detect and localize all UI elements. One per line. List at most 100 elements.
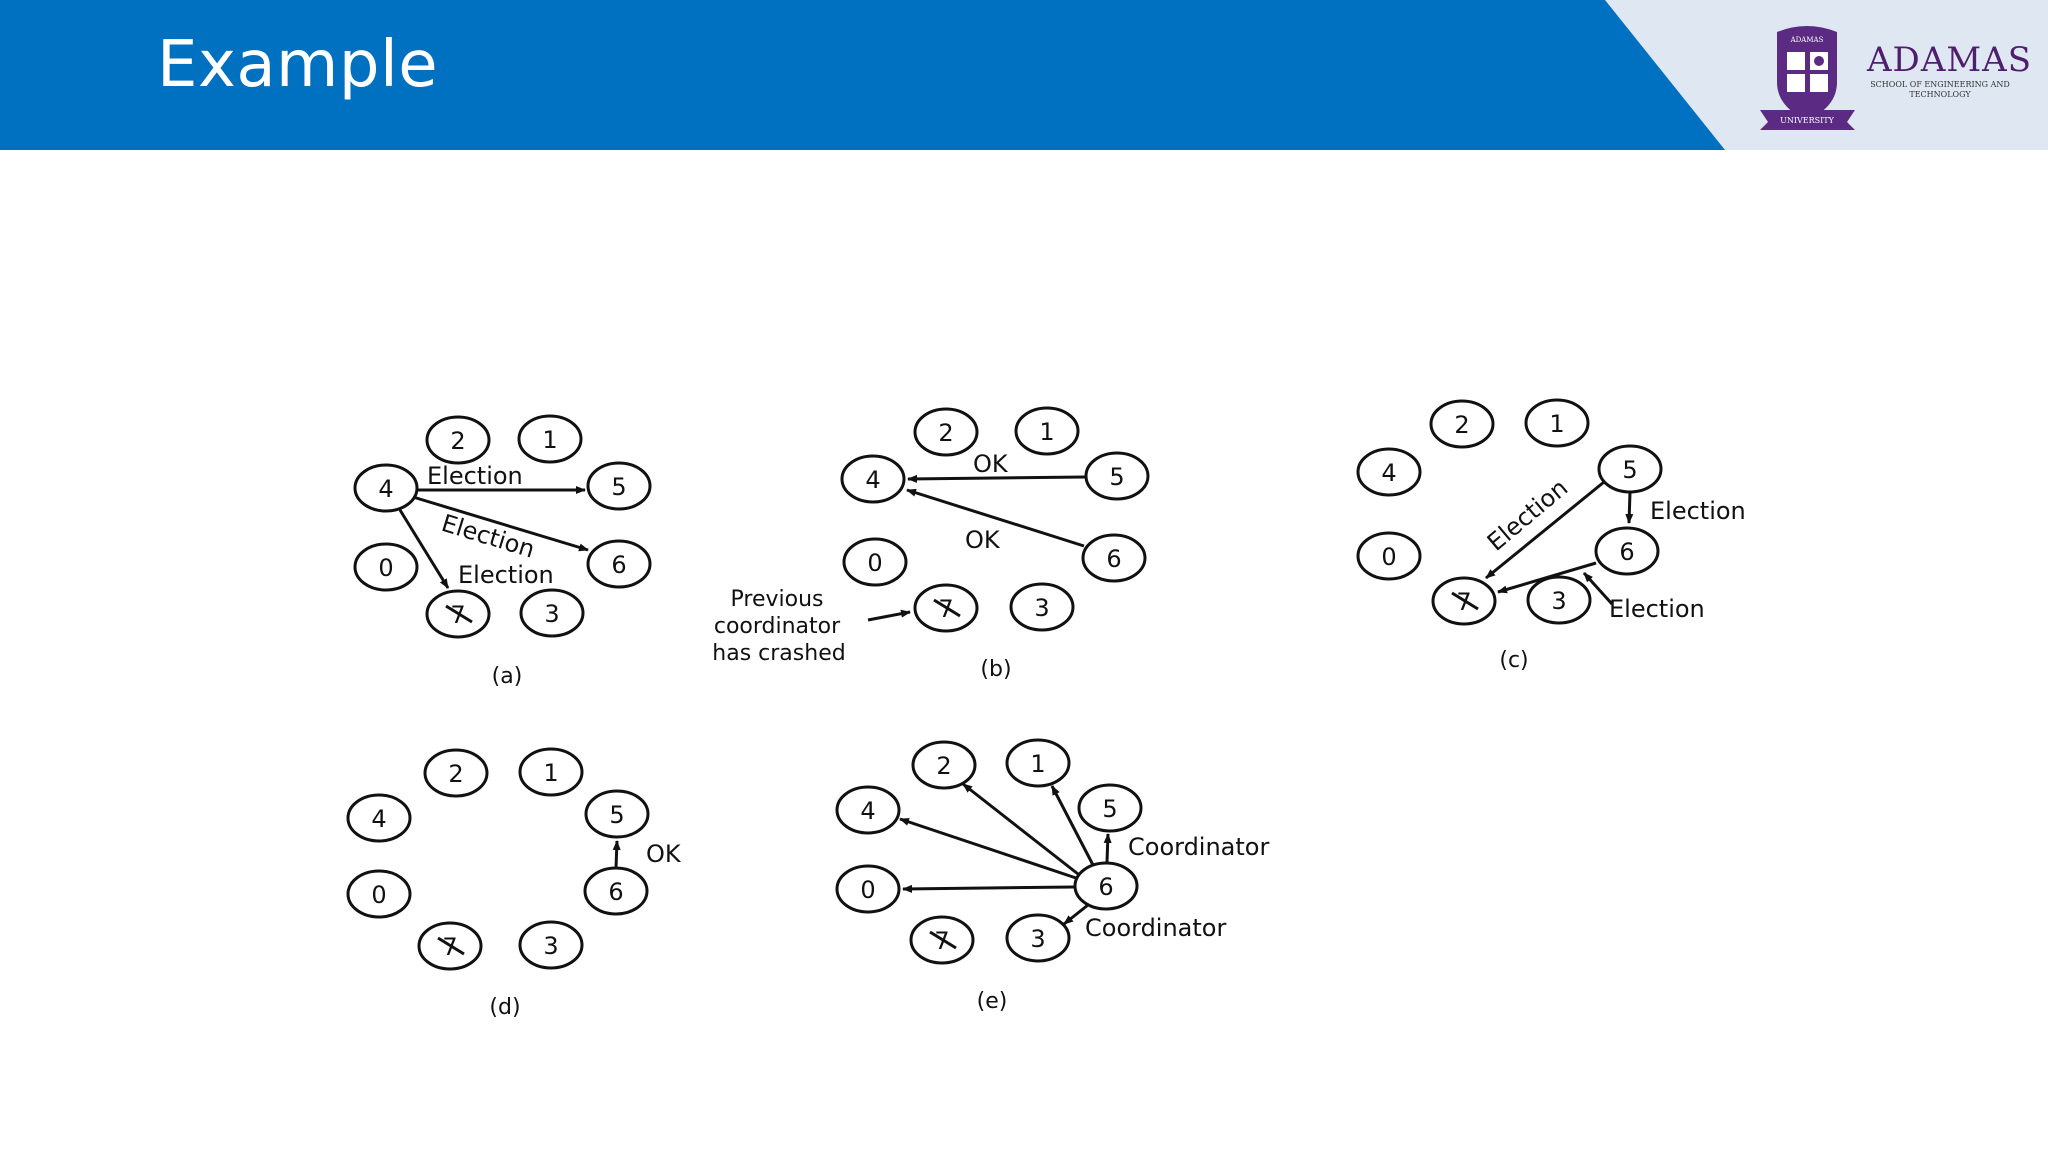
arrow-coordinator-6-1 bbox=[1050, 785, 1095, 866]
arrow-coordinator-6-5 bbox=[1103, 833, 1112, 863]
node-6: 6 bbox=[586, 539, 652, 589]
svg-text:4: 4 bbox=[865, 466, 880, 494]
svg-text:0: 0 bbox=[1381, 543, 1396, 571]
svg-text:0: 0 bbox=[371, 881, 386, 909]
label-election: Election bbox=[438, 509, 538, 564]
node-7-crashed: 7 bbox=[417, 921, 483, 971]
label-ok: OK bbox=[973, 450, 1009, 478]
adamas-logo: ADAMAS UNIVERSITY ADAMAS SCHOOL OF ENGIN… bbox=[1755, 22, 2031, 132]
label-election: Election bbox=[458, 561, 554, 589]
logo-subtitle: SCHOOL OF ENGINEERING AND TECHNOLOGY bbox=[1870, 80, 2010, 99]
svg-text:0: 0 bbox=[378, 554, 393, 582]
label-ok: OK bbox=[646, 840, 682, 868]
arrow-ok-6-4 bbox=[906, 488, 1085, 548]
label-coordinator: Coordinator bbox=[1128, 833, 1269, 861]
caption-e: (e) bbox=[977, 989, 1008, 1014]
node-1: 1 bbox=[1014, 406, 1080, 456]
node-3: 3 bbox=[1526, 575, 1592, 625]
svg-text:3: 3 bbox=[1030, 925, 1045, 953]
label-previous: Previous bbox=[731, 587, 824, 612]
node-2: 2 bbox=[1429, 399, 1495, 449]
panel-b: 2 1 4 5 0 6 7 3 OK OK Previous coordinat… bbox=[712, 406, 1150, 682]
svg-text:5: 5 bbox=[1102, 795, 1117, 823]
svg-text:2: 2 bbox=[450, 427, 465, 455]
node-2: 2 bbox=[911, 740, 977, 790]
arrow-election-5-7 bbox=[1485, 480, 1605, 580]
node-6: 6 bbox=[1073, 861, 1139, 911]
svg-text:4: 4 bbox=[378, 475, 393, 503]
arrow-election-5-6 bbox=[1625, 491, 1634, 524]
arrow-ok-6-5 bbox=[612, 840, 621, 869]
label-election: Election bbox=[1609, 595, 1705, 623]
node-3: 3 bbox=[1005, 913, 1071, 963]
caption-d: (d) bbox=[489, 995, 520, 1020]
arrow-election-6-7 bbox=[1497, 561, 1597, 594]
arrow-coordinator-6-0 bbox=[902, 884, 1075, 893]
svg-text:6: 6 bbox=[1106, 545, 1121, 573]
svg-text:1: 1 bbox=[1039, 418, 1054, 446]
node-7-crashed: 7 bbox=[1431, 576, 1497, 626]
node-6: 6 bbox=[1081, 533, 1147, 583]
svg-text:1: 1 bbox=[1549, 410, 1564, 438]
node-6: 6 bbox=[583, 866, 649, 916]
node-3: 3 bbox=[519, 588, 585, 638]
logo-name: ADAMAS bbox=[1867, 40, 2033, 80]
node-0: 0 bbox=[1356, 531, 1422, 581]
svg-text:6: 6 bbox=[1619, 538, 1634, 566]
label-has-crashed: has crashed bbox=[712, 641, 845, 666]
svg-text:2: 2 bbox=[448, 760, 463, 788]
node-5: 5 bbox=[1597, 444, 1663, 494]
svg-text:6: 6 bbox=[611, 551, 626, 579]
panel-e: 2 1 4 5 0 6 7 3 Coordinator Coordinator … bbox=[835, 738, 1269, 1014]
node-4: 4 bbox=[840, 454, 906, 504]
node-3: 3 bbox=[1009, 582, 1075, 632]
panel-a: 2 1 4 5 0 6 7 3 Election Election Electi… bbox=[353, 414, 652, 689]
label-coordinator: Coordinator bbox=[1085, 914, 1226, 942]
node-5: 5 bbox=[586, 461, 652, 511]
panel-d: 2 1 4 5 0 6 7 3 OK (d) bbox=[346, 747, 682, 1020]
node-5: 5 bbox=[1077, 783, 1143, 833]
node-5: 5 bbox=[584, 789, 650, 839]
bully-election-diagram: 2 1 4 5 0 6 7 3 Election Election Electi… bbox=[346, 398, 1746, 1020]
node-0: 0 bbox=[842, 537, 908, 587]
label-election: Election bbox=[427, 462, 523, 490]
label-ok: OK bbox=[965, 526, 1001, 554]
arrow-pointer-election bbox=[1582, 571, 1614, 606]
svg-text:3: 3 bbox=[544, 600, 559, 628]
svg-text:ADAMAS: ADAMAS bbox=[1790, 36, 1824, 44]
svg-text:4: 4 bbox=[371, 805, 386, 833]
caption-c: (c) bbox=[1499, 648, 1528, 673]
arrow-ok-5-4 bbox=[907, 474, 1086, 483]
node-0: 0 bbox=[353, 542, 419, 592]
node-5: 5 bbox=[1084, 451, 1150, 501]
svg-text:3: 3 bbox=[1034, 594, 1049, 622]
svg-text:2: 2 bbox=[938, 419, 953, 447]
arrow-election-4-7 bbox=[398, 509, 450, 589]
node-2: 2 bbox=[425, 415, 491, 465]
svg-text:2: 2 bbox=[1454, 411, 1469, 439]
node-2: 2 bbox=[423, 748, 489, 798]
node-2: 2 bbox=[913, 407, 979, 457]
svg-text:4: 4 bbox=[1381, 459, 1396, 487]
svg-text:1: 1 bbox=[1030, 750, 1045, 778]
arrow-coordinator-6-3 bbox=[1063, 903, 1089, 926]
node-1: 1 bbox=[1005, 738, 1071, 788]
node-3: 3 bbox=[518, 920, 584, 970]
node-4: 4 bbox=[1356, 447, 1422, 497]
node-1: 1 bbox=[518, 747, 584, 797]
arrow-election-4-6 bbox=[412, 495, 589, 552]
svg-text:UNIVERSITY: UNIVERSITY bbox=[1780, 116, 1835, 125]
node-7-crashed: 7 bbox=[913, 583, 979, 633]
svg-text:5: 5 bbox=[611, 473, 626, 501]
header-blue-band bbox=[0, 0, 1725, 150]
node-7-crashed: 7 bbox=[909, 915, 975, 965]
arrow-coordinator-6-4 bbox=[899, 817, 1077, 880]
node-4: 4 bbox=[835, 785, 901, 835]
node-1: 1 bbox=[1524, 398, 1590, 448]
caption-a: (a) bbox=[492, 664, 523, 689]
caption-b: (b) bbox=[980, 657, 1011, 682]
svg-text:6: 6 bbox=[1098, 873, 1113, 901]
label-coordinator: coordinator bbox=[714, 614, 841, 639]
arrow-pointer-crashed bbox=[867, 609, 911, 622]
node-0: 0 bbox=[346, 869, 412, 919]
